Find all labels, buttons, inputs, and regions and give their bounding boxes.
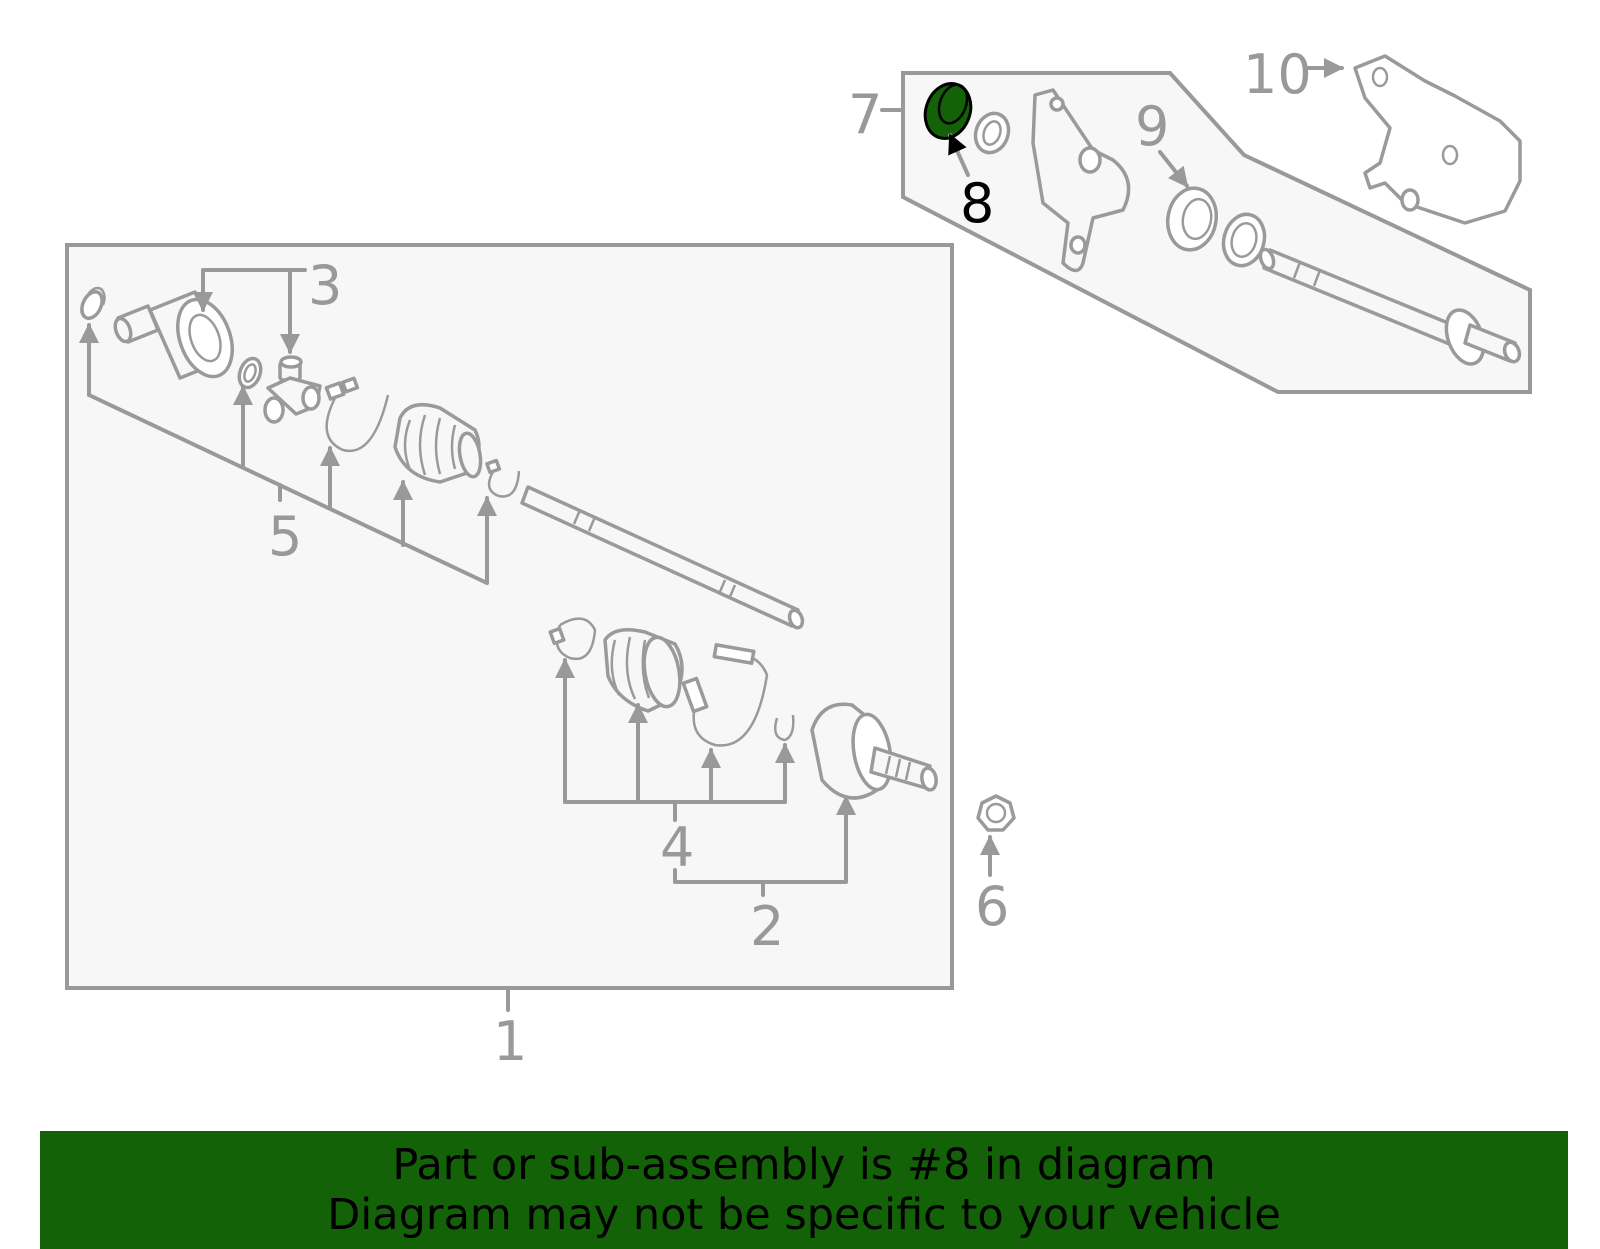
callout-9: 9: [1135, 95, 1169, 158]
callout-6: 6: [975, 875, 1009, 938]
leader-3: [193, 268, 307, 354]
inner-joint-parts: [79, 286, 805, 630]
outer-joint-parts: [548, 617, 938, 800]
leader-5: [79, 323, 497, 585]
callout-2: 2: [750, 895, 784, 958]
callout-10: 10: [1243, 43, 1312, 106]
callout-1: 1: [493, 1010, 527, 1073]
callout-3: 3: [308, 254, 342, 317]
intermediate-shaft-parts: [923, 54, 1522, 366]
callout-4: 4: [660, 816, 694, 879]
banner-line-1: Part or sub-assembly is #8 in diagram: [392, 1140, 1216, 1190]
leader-4-2: [555, 658, 856, 897]
callout-5: 5: [268, 505, 302, 568]
axle-nut: [976, 794, 1016, 877]
callout-8-highlighted: 8: [960, 172, 994, 235]
part-info-banner: Part or sub-assembly is #8 in diagram Di…: [40, 1131, 1568, 1249]
upper-leaders: [880, 58, 1344, 188]
banner-line-2: Diagram may not be specific to your vehi…: [327, 1190, 1281, 1240]
callout-7: 7: [848, 83, 882, 146]
